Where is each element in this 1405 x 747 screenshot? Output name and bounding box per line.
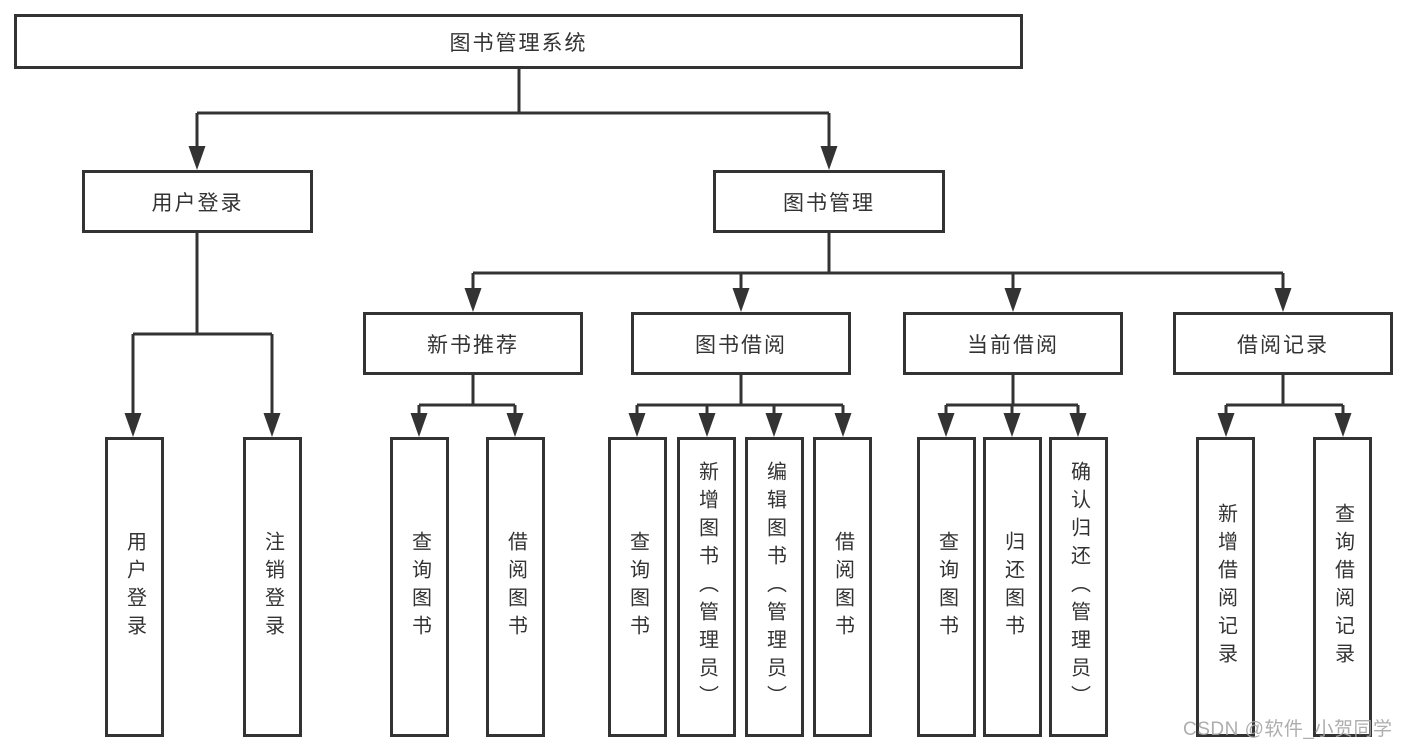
leaf-confirm-return-admin-label: 确认归还（管理员） [1067, 461, 1090, 713]
leaf-add-borrow-record: 新增借阅记录 [1196, 437, 1255, 737]
node-borrow-record: 借阅记录 [1173, 312, 1393, 375]
leaf-query-book-newbook-label: 查询图书 [408, 531, 431, 643]
leaf-add-book-admin-label: 新增图书（管理员） [695, 461, 718, 713]
leaf-query-borrow-record-label: 查询借阅记录 [1331, 503, 1354, 671]
node-root-label: 图书管理系统 [449, 31, 588, 55]
leaf-query-book-borrow-label: 查询图书 [626, 531, 649, 643]
leaf-query-borrow-record: 查询借阅记录 [1313, 437, 1372, 737]
leaf-borrow-book-newbook-label: 借阅图书 [504, 531, 527, 643]
leaf-add-book-admin: 新增图书（管理员） [677, 437, 736, 737]
leaf-edit-book-admin: 编辑图书（管理员） [745, 437, 804, 737]
leaf-logout: 注销登录 [243, 437, 302, 737]
node-new-book-recommend-label: 新书推荐 [427, 333, 519, 357]
leaf-query-book-current-label: 查询图书 [935, 531, 958, 643]
leaf-borrow-book: 借阅图书 [813, 437, 872, 737]
leaf-borrow-book-label: 借阅图书 [831, 531, 854, 643]
leaf-user-login-label: 用户登录 [123, 531, 146, 643]
node-book-management: 图书管理 [713, 170, 945, 233]
leaf-borrow-book-newbook: 借阅图书 [486, 437, 545, 737]
watermark: CSDN @软件_小贺同学 [1183, 719, 1393, 740]
node-borrow-record-label: 借阅记录 [1237, 333, 1329, 357]
leaf-query-book-current: 查询图书 [917, 437, 976, 737]
node-book-borrow-label: 图书借阅 [695, 333, 787, 357]
node-user-login-label: 用户登录 [151, 191, 244, 215]
leaf-logout-label: 注销登录 [261, 531, 284, 643]
node-root: 图书管理系统 [14, 14, 1023, 69]
leaf-query-book-newbook: 查询图书 [390, 437, 449, 737]
leaf-return-book-label: 归还图书 [1001, 531, 1024, 643]
leaf-edit-book-admin-label: 编辑图书（管理员） [763, 461, 786, 713]
leaf-confirm-return-admin: 确认归还（管理员） [1049, 437, 1108, 737]
node-user-login: 用户登录 [82, 170, 313, 233]
leaf-return-book: 归还图书 [983, 437, 1042, 737]
leaf-user-login: 用户登录 [105, 437, 164, 737]
node-current-borrow-label: 当前借阅 [967, 333, 1059, 357]
node-book-management-label: 图书管理 [783, 191, 875, 215]
leaf-query-book-borrow: 查询图书 [608, 437, 667, 737]
leaf-add-borrow-record-label: 新增借阅记录 [1214, 503, 1237, 671]
node-current-borrow: 当前借阅 [903, 312, 1123, 375]
node-book-borrow: 图书借阅 [631, 312, 851, 375]
node-new-book-recommend: 新书推荐 [363, 312, 583, 375]
